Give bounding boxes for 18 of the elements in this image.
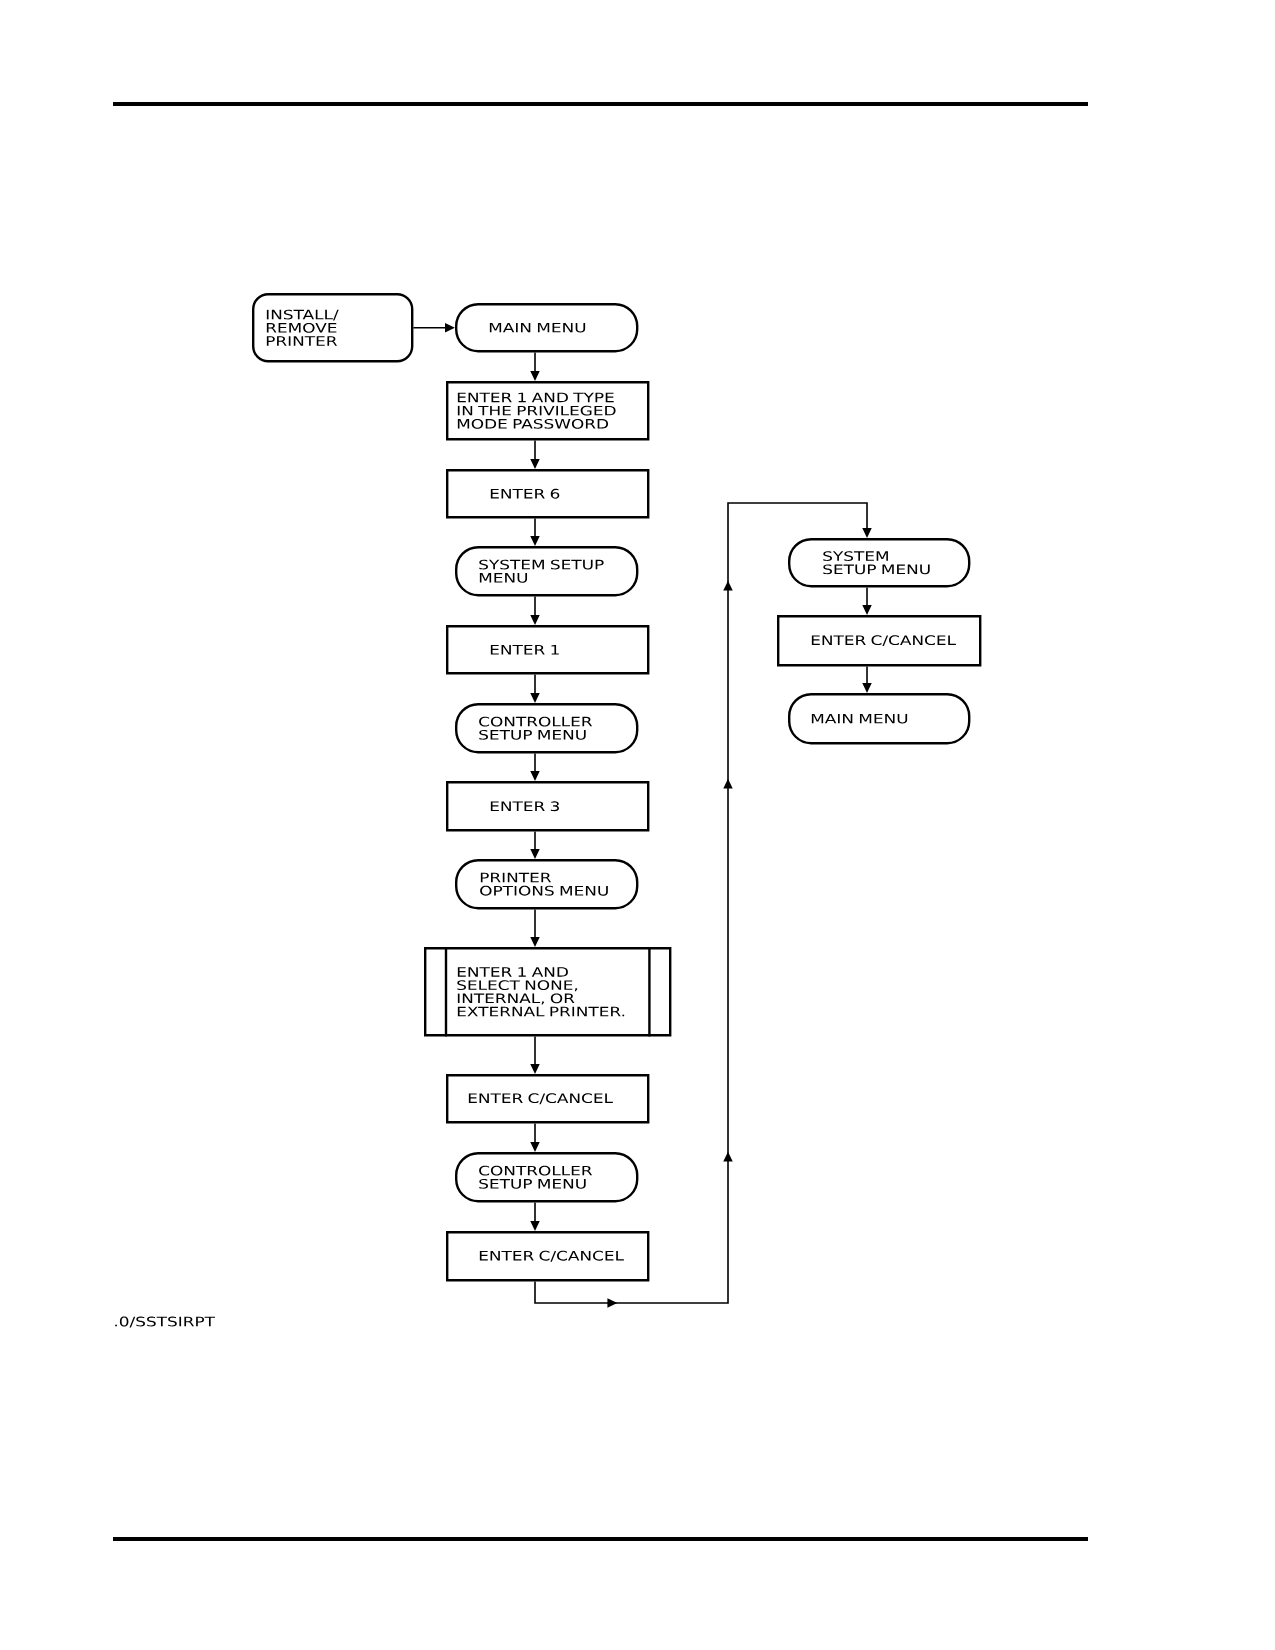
terminal-box: PRINTER OPTIONS MENU <box>455 859 639 910</box>
process-box: ENTER C/CANCEL <box>446 1074 650 1124</box>
process-box: ENTER 1 AND TYPE IN THE PRIVILEGED MODE PASSWORD <box>446 381 650 441</box>
process-box: ENTER 1 <box>446 625 650 675</box>
process-box: ENTER 3 <box>446 781 650 832</box>
terminal-box: MAIN MENU <box>455 303 639 353</box>
terminal-box: MAIN MENU <box>788 693 971 745</box>
process-box: ENTER C/CANCEL <box>446 1231 650 1282</box>
process-box: ENTER 6 <box>446 469 650 519</box>
terminal-box: CONTROLLER SETUP MENU <box>455 703 639 754</box>
arrow <box>534 502 872 1308</box>
terminal-box: CONTROLLER SETUP MENU <box>455 1152 639 1203</box>
predefined-process-box: ENTER 1 AND SELECT NONE, INTERNAL, OR EXTERNAL PRINTER. <box>424 947 672 1037</box>
process-box: ENTER C/CANCEL <box>777 615 982 667</box>
terminal-box: SYSTEM SETUP MENU <box>455 546 639 597</box>
figure-code: .0/SSTSIRPT <box>115 1316 216 1328</box>
rounded-box: INSTALL/ REMOVE PRINTER <box>252 293 414 363</box>
terminal-box: SYSTEM SETUP MENU <box>788 538 971 588</box>
